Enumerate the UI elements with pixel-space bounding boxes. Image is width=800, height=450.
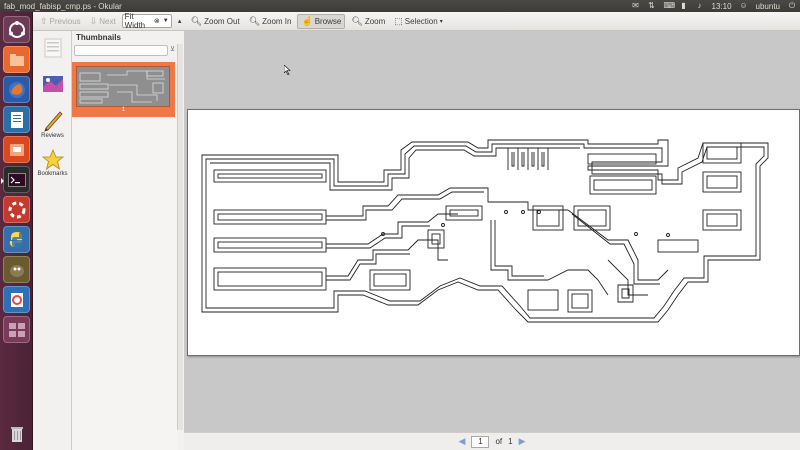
current-page-input[interactable]: 1 bbox=[471, 435, 490, 448]
selection-label: Selection bbox=[404, 16, 438, 26]
sidebar-tab-bookmarks[interactable]: Bookmarks bbox=[35, 149, 70, 177]
unity-launcher bbox=[0, 12, 33, 450]
zoom-out-icon: 🔍︎ bbox=[190, 15, 203, 26]
mouse-cursor-icon bbox=[284, 65, 291, 75]
contents-icon bbox=[42, 37, 64, 59]
help-icon[interactable] bbox=[3, 196, 30, 223]
network-icon[interactable]: ⇅ bbox=[648, 1, 655, 10]
keyboard-icon[interactable]: ⌨ bbox=[663, 1, 676, 10]
user-icon[interactable]: ☺ bbox=[739, 1, 748, 10]
thumbnail-list: 1 bbox=[72, 62, 177, 450]
thumbnail-search-input[interactable] bbox=[74, 45, 168, 56]
user-name[interactable]: ubuntu bbox=[755, 1, 780, 11]
sidebar-tab-bar: Reviews Bookmarks bbox=[33, 31, 72, 450]
zoom-in-button[interactable]: 🔍︎ Zoom In bbox=[246, 14, 295, 29]
pen-icon bbox=[42, 111, 64, 133]
sidebar-tab-thumbnails[interactable] bbox=[35, 73, 70, 95]
power-icon[interactable]: ⏻ bbox=[788, 1, 796, 10]
sidebar-tab-label: Reviews bbox=[41, 133, 64, 139]
chevron-down-icon: ▾ bbox=[439, 18, 443, 25]
arrow-down-icon: ⇩ bbox=[89, 15, 98, 26]
total-pages: 1 bbox=[508, 437, 513, 446]
thumbnail-page-number: 1 bbox=[121, 107, 126, 113]
clock[interactable]: 13:10 bbox=[711, 1, 732, 11]
zoom-in-label: Zoom In bbox=[262, 16, 292, 26]
python-icon[interactable] bbox=[3, 226, 30, 253]
dash-home-icon[interactable] bbox=[3, 16, 30, 43]
firefox-icon[interactable] bbox=[3, 76, 30, 103]
impress-icon[interactable] bbox=[3, 136, 30, 163]
page-navigation-bar: ◀ 1 of 1 ▶ bbox=[184, 432, 800, 450]
okular-icon[interactable] bbox=[3, 286, 30, 313]
thumbnail-preview bbox=[76, 66, 170, 107]
selection-button[interactable]: ⬚ Selection ▾ bbox=[391, 14, 445, 29]
arrow-up-icon: ⇧ bbox=[40, 15, 48, 26]
thumbnails-panel: Thumbnails ⊻ bbox=[72, 31, 177, 450]
volume-icon[interactable]: ♪ bbox=[697, 1, 702, 10]
clear-icon[interactable]: ⊗ bbox=[153, 18, 160, 25]
previous-page-icon[interactable]: ◀ bbox=[458, 436, 466, 446]
browse-label: Browse bbox=[314, 16, 342, 26]
pcb-trace-drawing bbox=[201, 139, 769, 323]
system-tray: ✉ ⇅ ⌨ ▮ ♪ 13:10 ☺ ubuntu ⏻ bbox=[632, 2, 800, 11]
zoom-in-icon: 🔍︎ bbox=[248, 15, 261, 26]
zoom-value: Fit Width bbox=[124, 12, 146, 30]
main-toolbar: ⇧ Previous ⇩ Next Fit Width ⊗ ▼ ▴ 🔍︎ Zoo… bbox=[33, 12, 800, 31]
zoom-tool-label: Zoom bbox=[364, 16, 386, 26]
battery-icon[interactable]: ▮ bbox=[681, 1, 686, 10]
document-page[interactable] bbox=[187, 109, 800, 356]
zoom-tool-icon: 🔍︎ bbox=[351, 15, 363, 26]
sidebar-tab-reviews[interactable]: Reviews bbox=[35, 111, 70, 139]
zoom-out-button[interactable]: 🔍︎ Zoom Out bbox=[188, 14, 243, 29]
zoom-tool-button[interactable]: 🔍︎ Zoom bbox=[348, 14, 388, 29]
next-button[interactable]: ⇩ Next bbox=[87, 14, 119, 29]
browse-button[interactable]: ☝ Browse bbox=[297, 13, 346, 29]
writer-icon[interactable] bbox=[3, 106, 30, 133]
thumbnail-page-1[interactable]: 1 bbox=[72, 62, 175, 117]
sidebar-tab-contents[interactable] bbox=[35, 37, 70, 59]
zoom-out-label: Zoom Out bbox=[204, 16, 240, 26]
selection-icon: ⬚ bbox=[394, 15, 403, 26]
terminal-icon[interactable] bbox=[1, 166, 30, 193]
previous-button[interactable]: ⇧ Previous bbox=[37, 14, 84, 29]
hand-icon: ☝ bbox=[301, 15, 313, 26]
zoom-step-button[interactable]: ▴ bbox=[177, 18, 182, 25]
previous-label: Previous bbox=[49, 16, 81, 26]
workspace-switcher-icon[interactable] bbox=[3, 316, 30, 343]
mail-icon[interactable]: ✉ bbox=[632, 1, 639, 10]
of-label: of bbox=[495, 437, 503, 446]
next-label: Next bbox=[99, 16, 116, 26]
gimp-icon[interactable] bbox=[3, 256, 30, 283]
files-icon[interactable] bbox=[3, 46, 30, 73]
star-icon bbox=[41, 149, 64, 171]
filter-icon[interactable]: ⊻ bbox=[170, 46, 176, 53]
trash-icon[interactable] bbox=[3, 420, 30, 447]
thumbnail-scrollbar[interactable] bbox=[177, 44, 183, 430]
thumbnails-icon bbox=[42, 73, 64, 95]
top-panel: fab_mod_fabisp_cmp.ps - Okular ✉ ⇅ ⌨ ▮ ♪… bbox=[0, 0, 800, 12]
thumbnails-title: Thumbnails bbox=[76, 33, 121, 42]
window-title: fab_mod_fabisp_cmp.ps - Okular bbox=[4, 1, 122, 11]
document-view[interactable] bbox=[184, 31, 800, 432]
chevron-down-icon: ▼ bbox=[162, 18, 169, 24]
sidebar-tab-label: Bookmarks bbox=[37, 171, 68, 177]
zoom-combobox[interactable]: Fit Width ⊗ ▼ bbox=[121, 12, 172, 30]
next-page-icon[interactable]: ▶ bbox=[518, 436, 526, 446]
